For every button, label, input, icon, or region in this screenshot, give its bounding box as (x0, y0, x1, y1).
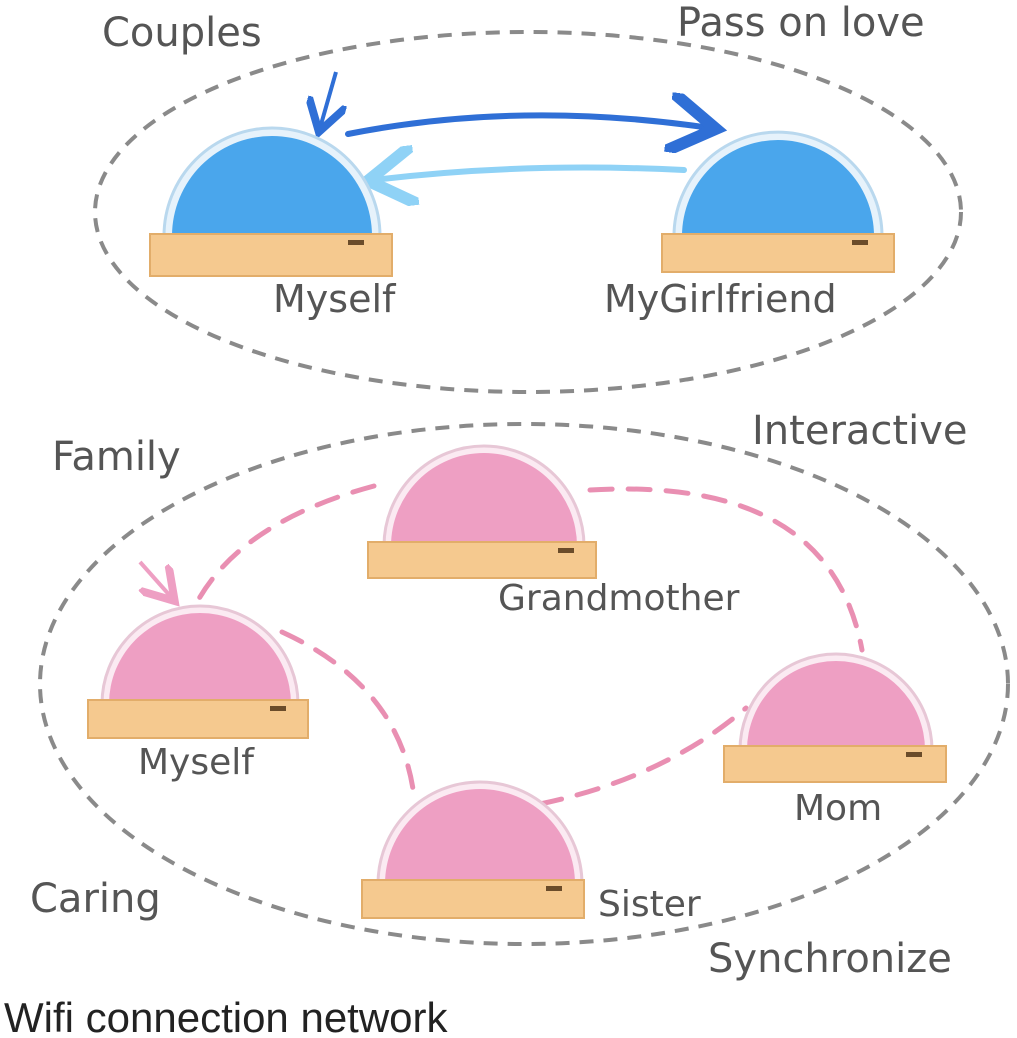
lamp-grandmother (367, 444, 597, 579)
couples-tag-pass-on-love: Pass on love (677, 0, 925, 46)
wood-base (367, 541, 597, 579)
couples-group-ring (93, 30, 963, 394)
family-tag-caring: Caring (30, 876, 161, 922)
diagram-caption: Wifi connection network (4, 994, 449, 1038)
node-label-myself-family: Myself (138, 742, 255, 783)
couples-group-label: Couples (102, 10, 262, 56)
link-grandmother-mom (587, 486, 865, 653)
pointer-arrow-icon (140, 560, 172, 598)
family-group-label: Family (52, 434, 181, 480)
wood-base (361, 879, 585, 919)
wood-base (87, 699, 309, 739)
lamp-girlfriend (661, 130, 895, 273)
lamp-sister (361, 780, 585, 919)
link-myself-sister (279, 629, 417, 799)
link-sister-mom (537, 705, 749, 807)
node-label-girlfriend: MyGirlfriend (604, 277, 837, 321)
node-label-mom: Mom (794, 788, 882, 829)
link-grandmother-myself (193, 483, 377, 607)
pointer-arrow-icon (320, 71, 336, 128)
wood-base (723, 745, 947, 783)
node-label-grandmother: Grandmother (498, 578, 740, 619)
lamp-mom (723, 652, 947, 783)
family-tag-interactive: Interactive (752, 408, 967, 454)
lamp-myself-couples (149, 126, 393, 277)
node-label-sister: Sister (598, 884, 701, 925)
node-label-myself: Myself (273, 277, 397, 321)
family-group-ring (38, 422, 1010, 946)
wood-base (661, 233, 895, 273)
family-links (193, 483, 865, 807)
lamp-myself-family (87, 604, 309, 739)
family-tag-synchronize: Synchronize (708, 936, 952, 982)
love-arrow-to-girlfriend (345, 115, 710, 134)
love-arrow-to-myself (374, 168, 687, 180)
